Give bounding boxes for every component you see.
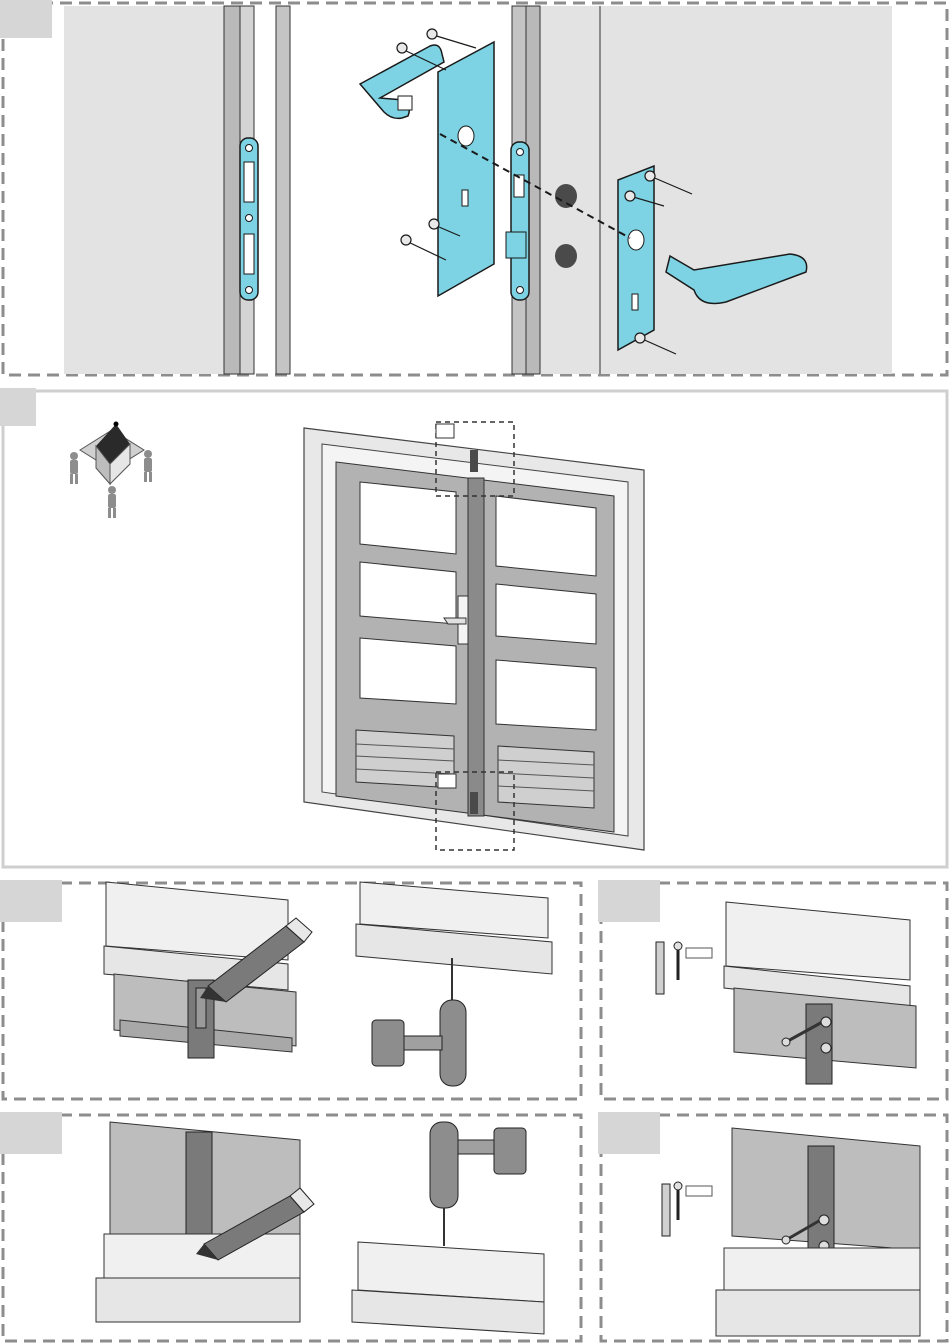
panel-mark-bottom-bolt — [0, 1112, 584, 1344]
step-tab — [0, 1112, 62, 1154]
double-door-illustration — [0, 388, 950, 870]
mark-bottom-bolt-illustration — [0, 1112, 584, 1344]
screw-bottom-bolt-illustration — [598, 1112, 950, 1344]
drill-icon — [430, 1122, 526, 1208]
panel-mark-top-bolt — [0, 880, 584, 1102]
screw-icon — [656, 942, 682, 994]
step-tab — [598, 1112, 660, 1154]
panel-handle-assembly — [0, 0, 950, 378]
step-tab — [598, 880, 660, 922]
outer-backplate — [618, 166, 654, 350]
step-tab — [0, 388, 36, 426]
screw-top-bolt-illustration — [598, 880, 950, 1102]
top-bolt — [470, 450, 478, 472]
bottom-bolt — [470, 792, 478, 814]
step-tab — [0, 880, 62, 922]
screw-icon — [674, 1182, 682, 1220]
panel-screw-bottom-bolt — [598, 1112, 950, 1344]
lock-faceplate — [511, 142, 529, 300]
panel-screw-top-bolt — [598, 880, 950, 1102]
mark-top-bolt-illustration — [0, 880, 584, 1102]
wall-plug-icon — [662, 1184, 670, 1236]
panel-double-door-overview — [0, 388, 950, 870]
step-tab — [0, 0, 52, 38]
drill-icon — [372, 1000, 466, 1086]
handle-assembly-illustration — [0, 0, 950, 378]
inner-backplate — [438, 42, 494, 296]
house-icon — [80, 422, 144, 485]
